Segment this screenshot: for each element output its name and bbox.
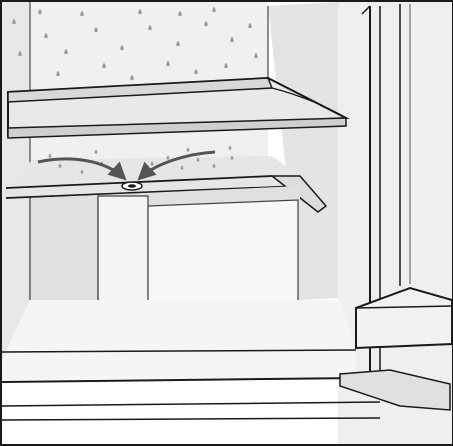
drain-hole	[122, 182, 142, 190]
crisper-drawer	[30, 186, 300, 318]
